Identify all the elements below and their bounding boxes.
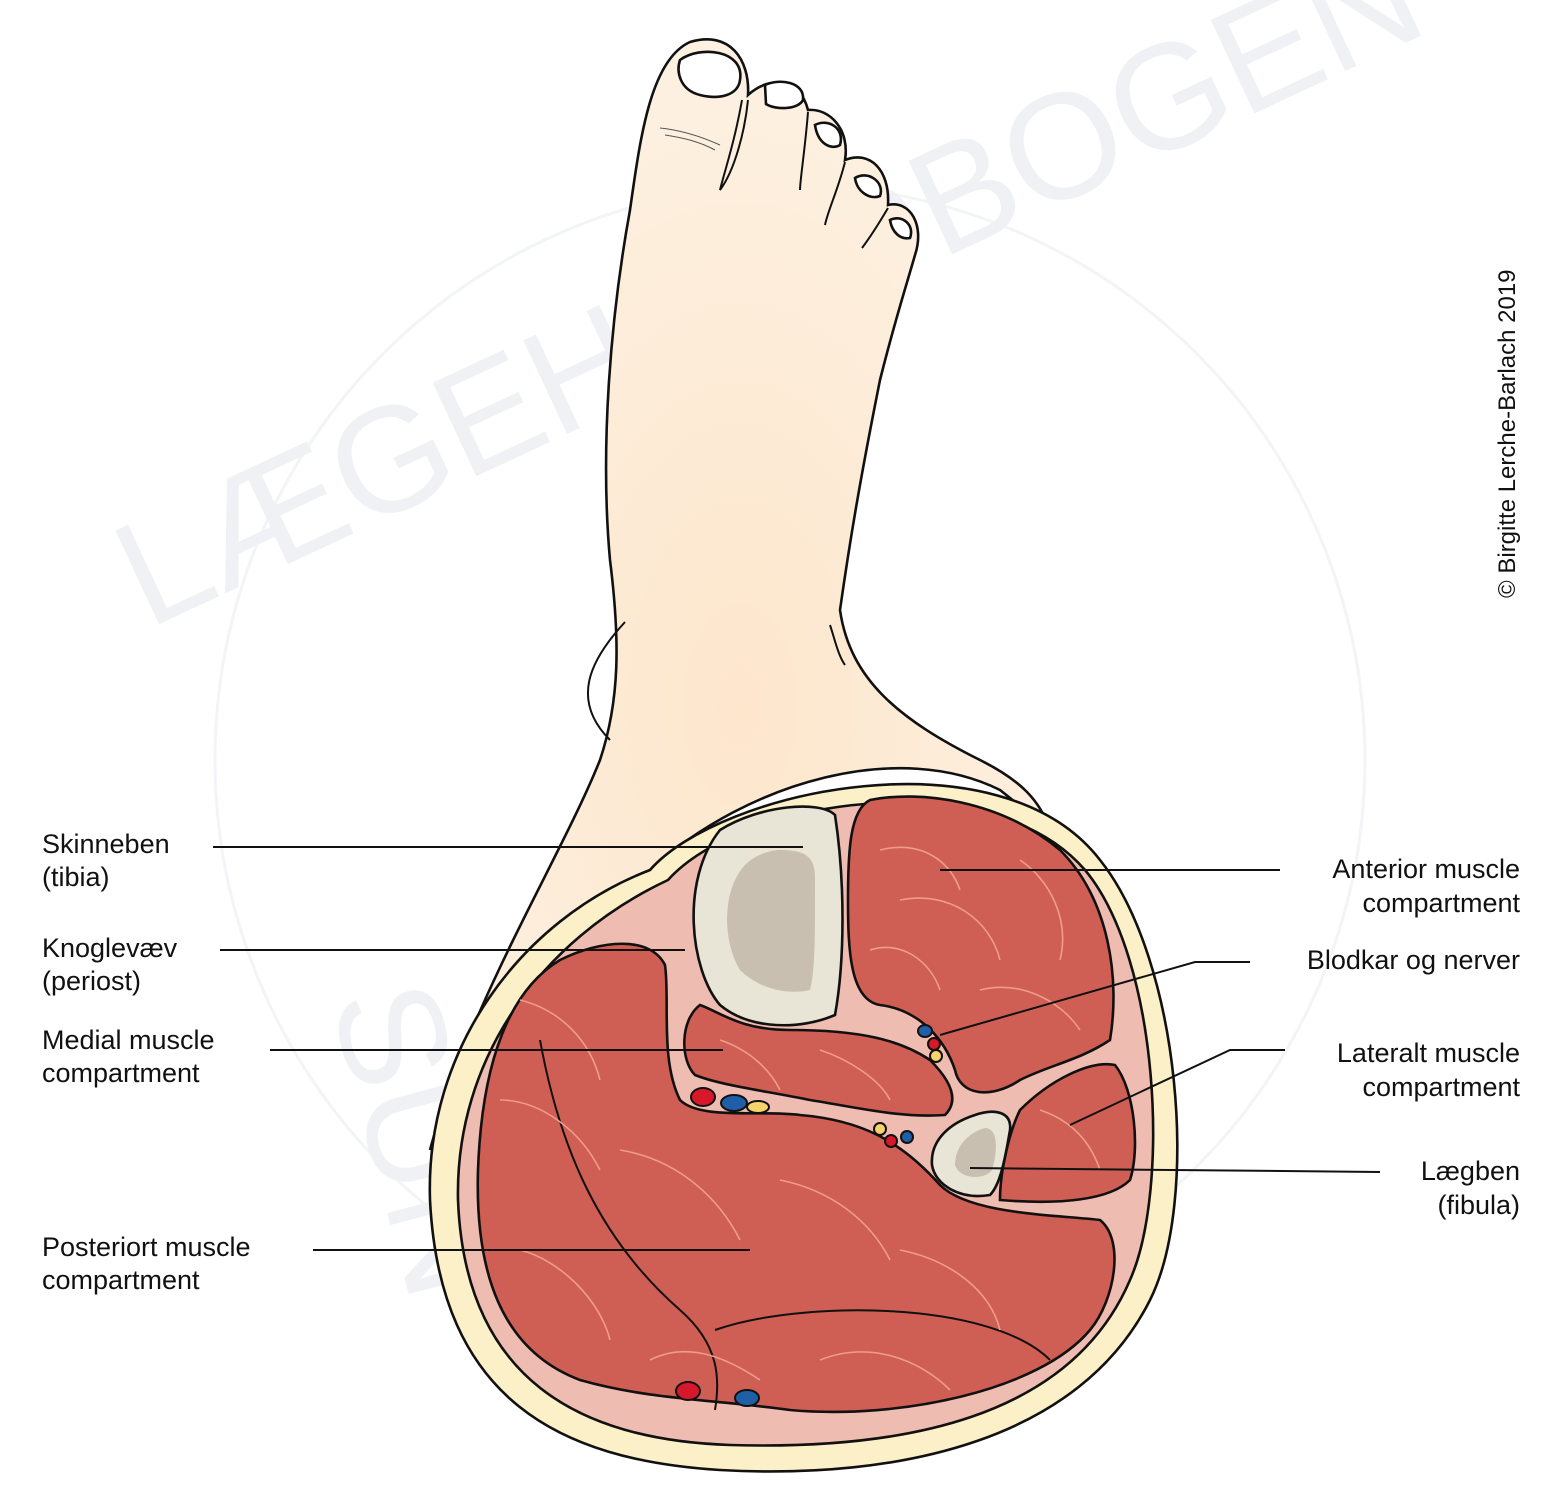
posterior-division-line [714, 1309, 1051, 1361]
artery [927, 1037, 941, 1051]
foot-outline [428, 38, 1053, 1151]
lateral-muscle-compartment [998, 1062, 1137, 1204]
ankle-crease-right [829, 624, 846, 666]
label-vessels-nerves: Blodkar og nerver [1307, 945, 1520, 975]
toe-gap-3 [824, 161, 846, 226]
posterior-septum-line [539, 1039, 719, 1411]
copyright-text: © Birgitte Lerche-Barlach 2019 [1494, 269, 1521, 598]
artery [675, 1381, 701, 1401]
muscle-texture [499, 846, 1101, 1391]
label-tibia: Skinneben(tibia) [42, 829, 170, 892]
tibia-marrow [727, 850, 815, 992]
medial-muscle-compartment [683, 1003, 954, 1117]
toe-gap-1 [719, 99, 749, 191]
toe-gap-4 [861, 207, 889, 249]
fibula-marrow [955, 1128, 996, 1177]
posterior-muscle-compartment [476, 942, 1116, 1414]
vein [917, 1024, 933, 1038]
label-fibula: Lægben(fibula) [1421, 1156, 1520, 1220]
vein [734, 1389, 760, 1407]
toe-gap-2 [799, 111, 809, 191]
nerve [929, 1049, 943, 1063]
ankle-crease-left [586, 621, 626, 741]
artery [884, 1134, 898, 1148]
leader-lines [213, 846, 1381, 1251]
vessels-and-nerves [675, 1024, 943, 1407]
nerve [873, 1122, 887, 1136]
toenails [677, 50, 913, 240]
vein [720, 1094, 748, 1112]
label-periost: Knoglevæv(periost) [42, 933, 178, 996]
toe-wrinkles [659, 127, 721, 151]
artery [690, 1087, 716, 1107]
nerve [746, 1100, 770, 1114]
vein [900, 1130, 914, 1144]
